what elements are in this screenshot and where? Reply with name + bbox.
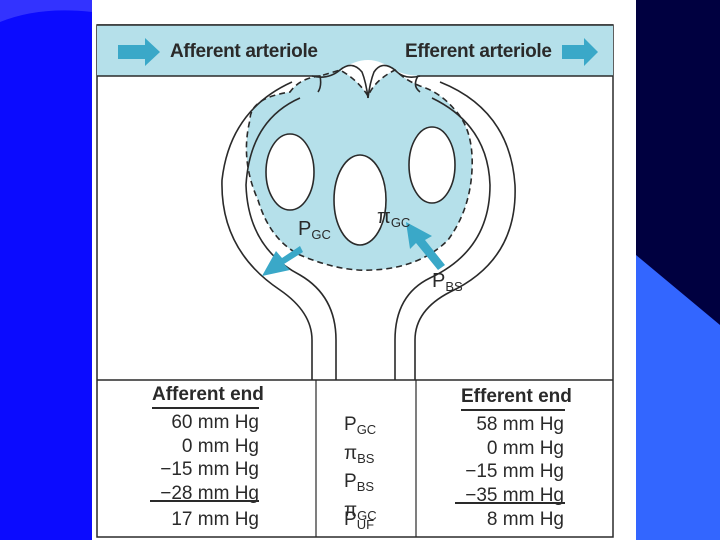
capillary-loop-center [333, 154, 387, 246]
afferent-value-pibs: 0 mm Hg [181, 435, 259, 457]
arteriole-band [97, 25, 613, 76]
afferent-value-pigc: −28 mm Hg [160, 482, 259, 504]
pgc-arrow [262, 246, 303, 276]
row-label-pibs: πBS [344, 442, 375, 466]
afferent-flow-arrow [118, 38, 160, 66]
capsule-outer-left [221, 81, 313, 380]
afferent-value-pgc: 60 mm Hg [171, 412, 259, 433]
capillary-loop-right [408, 126, 456, 204]
corner-curve [0, 0, 92, 22]
efferent-value-pigc: −35 mm Hg [465, 484, 564, 506]
afferent-end-header: Afferent end [152, 384, 264, 405]
efferent-result: 8 mm Hg [486, 509, 564, 530]
capillary-loop-left [265, 133, 315, 211]
capsule-inner-left [245, 97, 337, 380]
efferent-flow-arrow [562, 38, 598, 66]
accent-wedge [636, 255, 720, 540]
afferent-sum-line [150, 500, 259, 502]
capsule-outer-right [414, 81, 516, 380]
afferent-values: 60 mm Hg 0 mm Hg −15 mm Hg −28 mm Hg [140, 411, 259, 505]
capsule-inner-right [394, 97, 491, 380]
efferent-value-pgc: 58 mm Hg [476, 414, 564, 435]
efferent-header-underline [461, 409, 565, 411]
blue-panel [0, 0, 92, 540]
row-label-pigc: πGC [344, 499, 377, 523]
afferent-value-pbs: −15 mm Hg [160, 459, 259, 480]
pbs-label: PBS [432, 270, 463, 294]
row-label-pgc: PGC [344, 414, 377, 437]
pgc-label: PGC [298, 218, 331, 242]
efferent-value-pibs: 0 mm Hg [486, 437, 564, 459]
pi-gc-label: πGC [377, 206, 411, 230]
efferent-end-header: Efferent end [461, 386, 572, 407]
row-labels: PGC πBS PBS πGC [344, 413, 377, 527]
efferent-arteriole-label: Efferent arteriole [405, 41, 552, 62]
row-label-puf: PUF [344, 509, 375, 532]
afferent-result: 17 mm Hg [171, 509, 259, 530]
efferent-sum-line [455, 502, 565, 504]
pbs-arrow [406, 222, 445, 270]
afferent-header-underline [152, 407, 259, 409]
efferent-value-pbs: −15 mm Hg [465, 461, 564, 482]
row-label-pbs: PBS [344, 471, 375, 494]
efferent-values: 58 mm Hg 0 mm Hg −15 mm Hg −35 mm Hg [445, 413, 564, 507]
afferent-arteriole-label: Afferent arteriole [170, 41, 318, 62]
